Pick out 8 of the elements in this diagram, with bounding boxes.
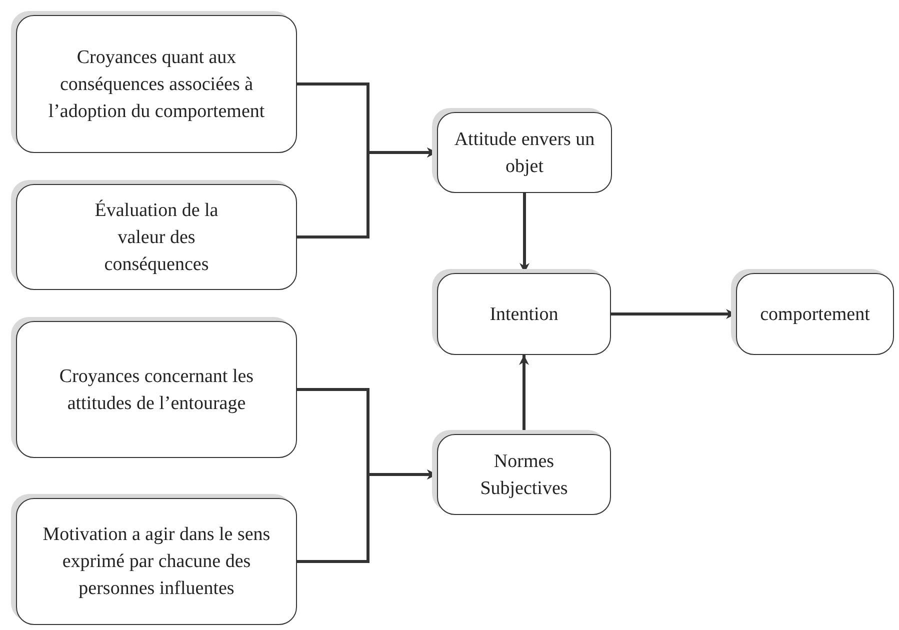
box-label: Croyances quant aux conséquences associées à l’adoption du comportement — [47, 46, 266, 124]
box-label: Normes Subjectives — [479, 450, 569, 500]
box-label: Croyances concernant les attitudes de l’entourage — [58, 364, 255, 416]
box-label: Motivation a agir dans le sens exprimé par chacune des personnes influentes — [42, 523, 272, 601]
box-label: comportement — [760, 302, 870, 326]
box-label: Évaluation de la valeur des conséquences — [94, 198, 220, 276]
box-label: Intention — [490, 302, 558, 326]
box-label: Attitude envers un objet — [453, 128, 596, 178]
